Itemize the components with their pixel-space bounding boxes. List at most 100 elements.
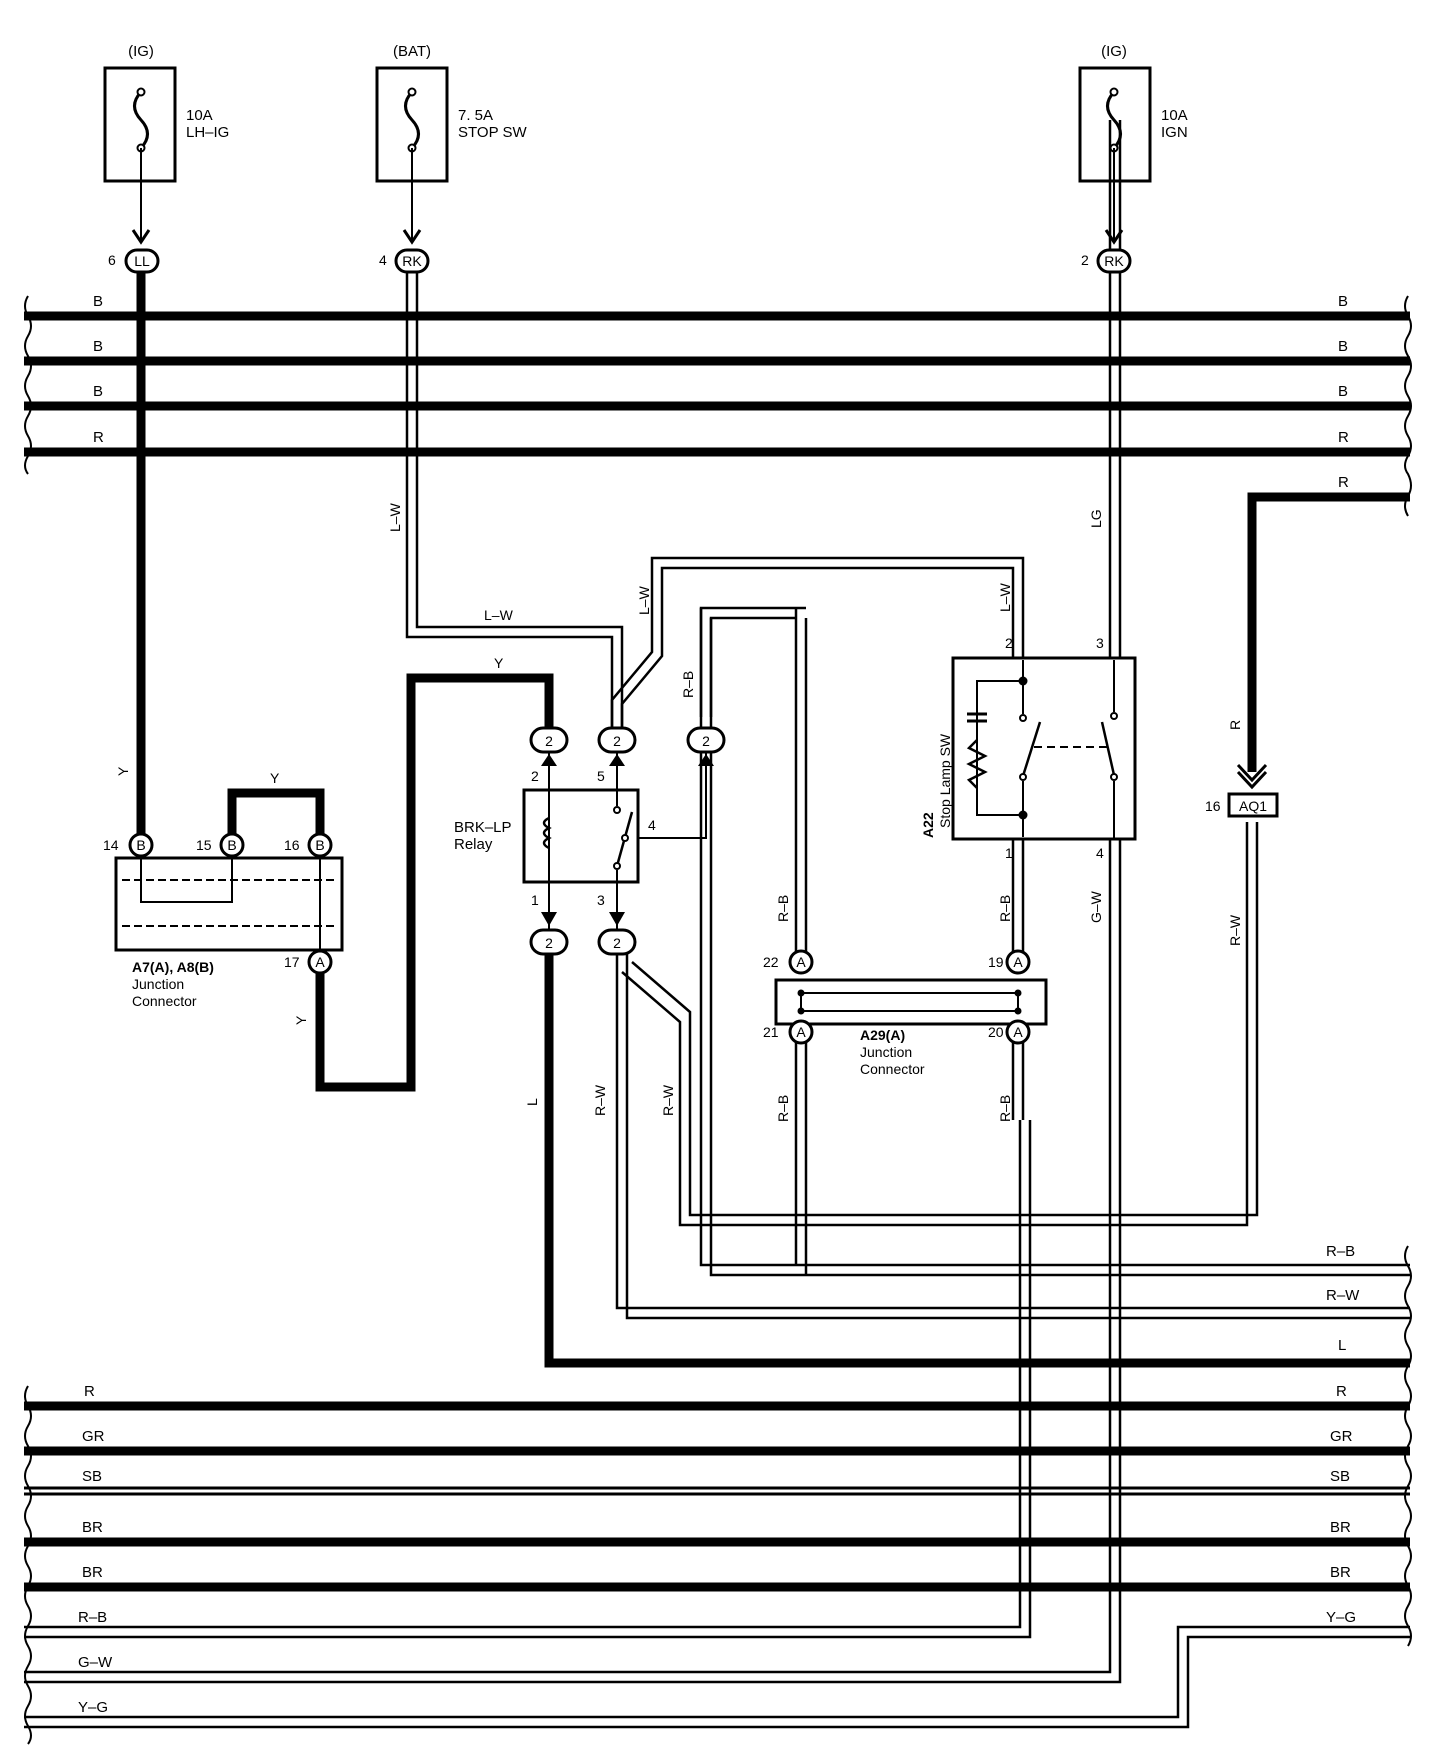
wire-label: Y (494, 655, 504, 671)
wire-label: R–W (592, 1084, 608, 1116)
wire-label: L–W (636, 585, 652, 615)
wire-label: R–W (660, 1084, 676, 1116)
bus-wire-label: Y–G (1326, 1609, 1356, 1626)
arrow-up-icon (541, 754, 557, 766)
bus-wire-label: R (1336, 1383, 1347, 1400)
component-name: Connector (860, 1061, 925, 1077)
svg-text:A: A (796, 954, 806, 970)
svg-text:1: 1 (531, 892, 539, 908)
switch-contact-icon (1100, 721, 1116, 776)
svg-text:RK: RK (402, 253, 422, 269)
bus-wire-label: G–W (78, 1654, 113, 1671)
component-name: Junction (132, 976, 184, 992)
output-wire-label: R–B (1326, 1243, 1355, 1260)
svg-text:A: A (315, 954, 325, 970)
pin-16: 16 B (284, 832, 333, 858)
fuse-name: STOP SW (458, 124, 527, 141)
wire-label: R–B (680, 671, 696, 698)
wire-label: R–B (775, 1095, 791, 1122)
wire-label: R–B (997, 895, 1013, 922)
junction-connector-a7-a8: 14 B 15 B 16 B 17 A A7(A), A8(B) Junctio… (103, 832, 344, 1009)
svg-text:3: 3 (597, 892, 605, 908)
bus-wire-label: Y–G (78, 1699, 108, 1716)
wire-label: Y (270, 770, 280, 786)
fuse-stop-sw: (BAT) 7. 5A STOP SW (375, 43, 527, 183)
svg-text:2: 2 (531, 768, 539, 784)
fuse-source-label: (BAT) (393, 43, 431, 60)
svg-text:5: 5 (597, 768, 605, 784)
fuse-ign: (IG) 10A IGN (1078, 43, 1188, 183)
arrow-up-icon (609, 754, 625, 766)
wire-label: LG (1088, 509, 1104, 528)
stop-lamp-switch: 2 3 1 4 A22 Stop Lamp SW (920, 635, 1137, 861)
wire-label: Y (115, 766, 131, 776)
relay-plugs: 2 2 2 2 2 (529, 726, 726, 956)
wire-label: L–W (387, 502, 403, 532)
break-mark-icon (1404, 1245, 1412, 1647)
pin-14: 14 B (103, 832, 154, 858)
svg-text:RK: RK (1104, 253, 1124, 269)
fuse-rating: 10A (1161, 107, 1188, 124)
svg-text:6: 6 (108, 252, 116, 268)
right-output-wires: R R–B R–W L (544, 474, 1410, 1368)
svg-text:17: 17 (284, 954, 300, 970)
plug-top-mid: 2 (597, 726, 637, 754)
pin-20: 20 A (988, 1019, 1031, 1045)
svg-text:21: 21 (763, 1024, 779, 1040)
svg-text:14: 14 (103, 837, 119, 853)
svg-text:2: 2 (545, 935, 553, 951)
bus-wire-label: B (1338, 293, 1348, 310)
wire-color-labels: Y L–W L–W LG Y Y Y L–W L–W R–B R–B R–B R… (115, 502, 1243, 1122)
connector-aq1: 16 AQ1 (1205, 792, 1279, 818)
bus-wire-label: B (93, 338, 103, 355)
bus-wire-label: R (84, 1383, 95, 1400)
svg-text:3: 3 (1096, 635, 1104, 651)
svg-text:2: 2 (1081, 252, 1089, 268)
bus-wire-label: GR (1330, 1428, 1353, 1445)
fuse-rating: 10A (186, 107, 213, 124)
svg-text:4: 4 (648, 817, 656, 833)
resistor-icon (966, 739, 988, 789)
wire-label: R–W (1227, 914, 1243, 946)
svg-text:2: 2 (613, 733, 621, 749)
fuse-element-icon (133, 90, 149, 150)
bus-wire-label: SB (1330, 1468, 1350, 1485)
svg-text:22: 22 (763, 954, 779, 970)
svg-text:20: 20 (988, 1024, 1004, 1040)
output-wire-label: L (1338, 1337, 1346, 1354)
plug-top-right: 2 (686, 726, 726, 754)
svg-text:A: A (796, 1024, 806, 1040)
relay-name: Relay (454, 836, 493, 853)
relay-coil-icon (542, 816, 552, 850)
svg-text:15: 15 (196, 837, 212, 853)
svg-text:B: B (315, 837, 324, 853)
upper-bus: B B B B B B R R (24, 293, 1412, 517)
component-name: Connector (132, 993, 197, 1009)
svg-text:B: B (136, 837, 145, 853)
arrow-up-icon (698, 754, 714, 766)
brk-lp-relay: BRK–LP Relay 2 5 4 1 3 (454, 768, 656, 908)
connector-rk-stop: 4 RK (379, 248, 430, 274)
wire-label: Y (293, 1015, 309, 1025)
circuit-wires (136, 260, 1259, 1275)
svg-text:LL: LL (134, 253, 150, 269)
fuse-lh-ig: (IG) 10A LH–IG (103, 43, 229, 183)
wire-label: L (524, 1098, 540, 1106)
plug-bottom-left: 2 (529, 928, 569, 956)
bus-wire-label: B (93, 383, 103, 400)
svg-text:2: 2 (613, 935, 621, 951)
wire-label: R–B (775, 895, 791, 922)
bus-wire-label: BR (82, 1519, 103, 1536)
svg-text:A: A (1013, 954, 1023, 970)
bus-wire-label: B (1338, 383, 1348, 400)
component-name: Junction (860, 1044, 912, 1060)
fuse-rating: 7. 5A (458, 107, 493, 124)
bus-wire-label: GR (82, 1428, 105, 1445)
pin-19: 19 A (988, 949, 1031, 975)
svg-text:16: 16 (1205, 798, 1221, 814)
bus-wire-label: R (1338, 429, 1349, 446)
fuse-source-label: (IG) (1101, 43, 1127, 60)
fuse-element-icon (404, 90, 420, 150)
bus-wire-label: BR (1330, 1564, 1351, 1581)
